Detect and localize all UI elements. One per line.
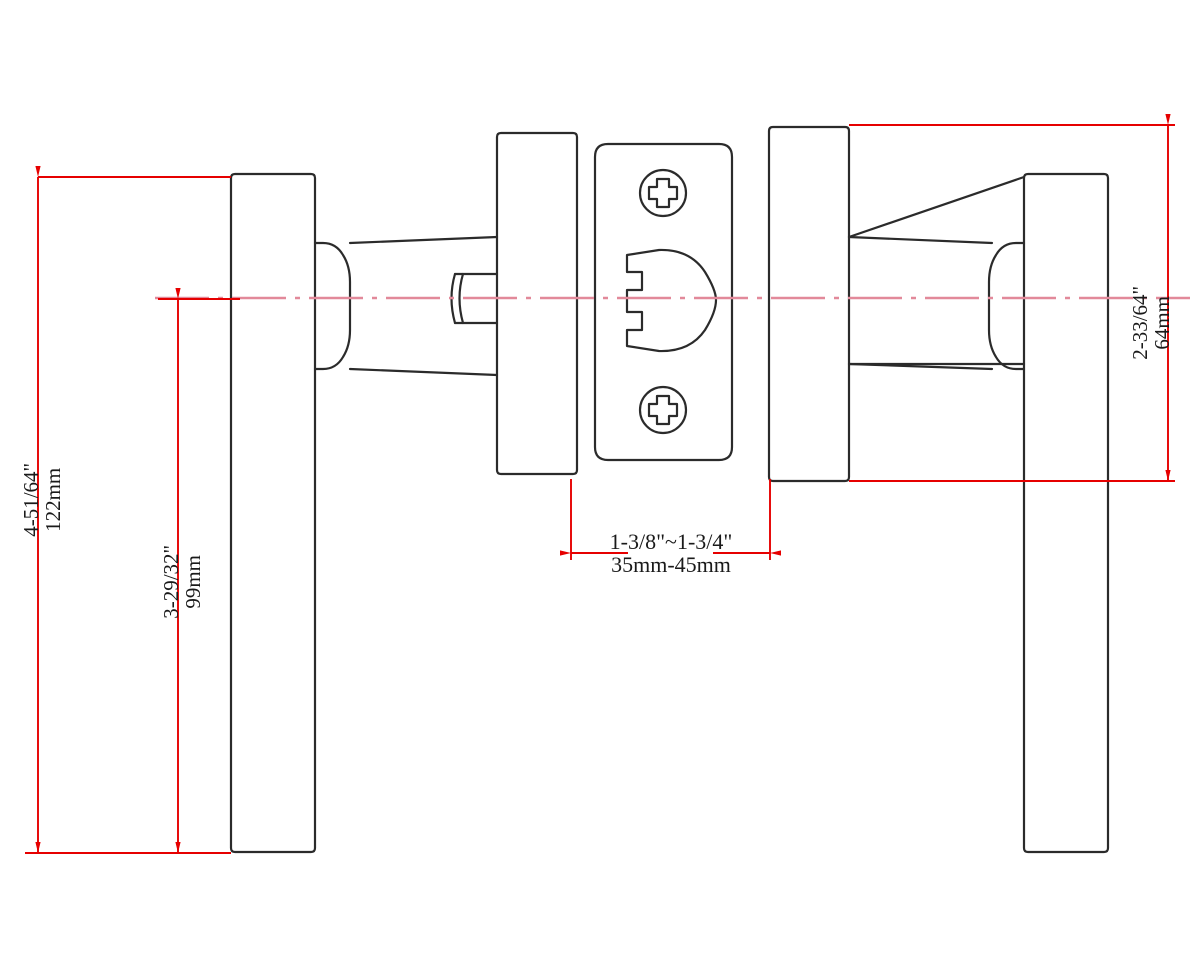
left-rose-plate: [495, 131, 579, 476]
phillips-screw-top: [638, 168, 688, 218]
dim-door-thickness-imperial: 1-3/8"~1-3/4": [609, 529, 733, 554]
right-lever-shoulder-upper: [847, 175, 1026, 239]
dim-122mm-metric: 122mm: [41, 467, 65, 532]
dim-99mm-label: 3-29/32" 99mm: [159, 497, 205, 667]
phillips-screw-top-cross: [647, 177, 679, 209]
right-rose-plate: [767, 125, 851, 483]
phillips-screw-bottom: [638, 385, 688, 435]
dim-122mm-label: 4-51/64" 122mm: [19, 415, 65, 585]
dim-99mm-metric: 99mm: [181, 555, 205, 609]
left-lever-shoulder-lower: [348, 367, 499, 377]
left-lever-neck: [313, 241, 352, 371]
left-lever-shoulder-upper: [348, 235, 499, 245]
dim-door-thickness-label: 1-3/8"~1-3/4" 35mm-45mm: [571, 529, 771, 577]
latch-faceplate: [593, 142, 734, 462]
left-lever-bar: [229, 172, 317, 854]
spindle-back-ellipse: [458, 272, 465, 325]
latch-bolt: [625, 248, 718, 353]
right-lever-neck-join-lower: [847, 362, 994, 371]
dim-64mm-label: 2-33/64" 64mm: [1128, 238, 1174, 408]
dim-122mm-imperial: 4-51/64": [19, 462, 44, 537]
right-lever-neck-join-upper: [847, 235, 994, 245]
right-lever-neck: [987, 241, 1026, 371]
dim-99mm-imperial: 3-29/32": [159, 544, 184, 619]
right-lever-bar: [1022, 172, 1110, 854]
phillips-screw-bottom-cross: [647, 394, 679, 426]
dim-door-thickness-metric: 35mm-45mm: [611, 551, 731, 577]
dim-64mm-imperial: 2-33/64": [1128, 285, 1153, 360]
dim-64mm-metric: 64mm: [1150, 296, 1174, 350]
